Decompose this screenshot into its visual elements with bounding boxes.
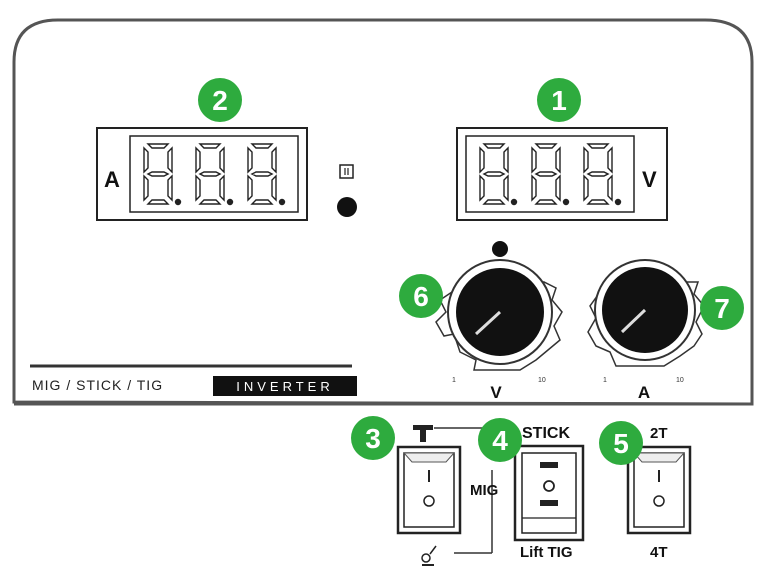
thermal-warning-icon [339, 164, 354, 179]
callout-7-badge: 7 [700, 286, 744, 330]
ammeter-digit-2 [195, 143, 234, 206]
voltmeter-digit-2 [531, 143, 570, 206]
trigger-2t-label: 2T [650, 425, 668, 442]
mode-switch[interactable] [513, 444, 585, 542]
voltage-knob-min-tick: 1 [452, 377, 456, 384]
current-knob-max-tick: 10 [676, 377, 684, 384]
overload-indicator-light [337, 197, 357, 217]
svg-text:1: 1 [551, 85, 567, 116]
current-knob-min-tick: 1 [603, 377, 607, 384]
callout-6-badge: 6 [399, 274, 443, 318]
trigger-4t-label: 4T [650, 544, 668, 561]
voltmeter-unit-label: V [642, 167, 657, 192]
svg-text:4: 4 [492, 425, 508, 456]
svg-text:6: 6 [413, 281, 429, 312]
callout-1-badge: 1 [537, 78, 581, 122]
callout-4-badge: 4 [478, 418, 522, 462]
ammeter-unit-label: A [104, 167, 120, 192]
current-knob[interactable] [587, 259, 705, 367]
callout-5-badge: 5 [599, 421, 643, 465]
voltmeter-digit-3 [583, 143, 622, 206]
torch-t-icon [413, 425, 433, 442]
mode-lift-tig-label: Lift TIG [520, 544, 573, 561]
current-knob-label: A [638, 383, 650, 402]
inverter-badge [213, 376, 357, 396]
spool-gun-icon [421, 545, 437, 566]
knob-indicator-dot [492, 241, 508, 257]
thermometer-glyph [344, 168, 349, 175]
svg-text:3: 3 [365, 423, 381, 454]
mode-stick-label: STICK [522, 425, 570, 442]
voltage-knob-label: V [490, 383, 502, 402]
ammeter-digit-3 [247, 143, 286, 206]
inverter-label: INVERTER [236, 379, 334, 394]
voltmeter-digit-1 [479, 143, 518, 206]
callout-2-badge: 2 [198, 78, 242, 122]
svg-text:7: 7 [714, 293, 730, 324]
trigger-switch[interactable] [626, 445, 692, 535]
callout-3-badge: 3 [351, 416, 395, 460]
svg-text:2: 2 [212, 85, 228, 116]
series-label: MIG / STICK / TIG [32, 377, 163, 393]
mode-mig-label: MIG [470, 482, 498, 499]
svg-text:5: 5 [613, 428, 629, 459]
voltage-knob-max-tick: 10 [538, 377, 546, 384]
ammeter-digit-1 [143, 143, 182, 206]
voltage-knob[interactable] [435, 259, 563, 371]
torch-switch[interactable] [396, 445, 462, 535]
